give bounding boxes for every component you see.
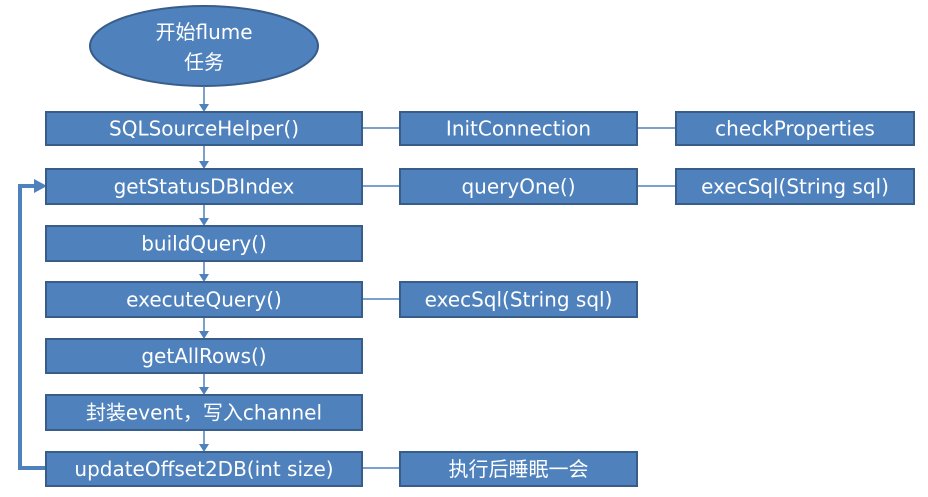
step-label: buildQuery() [141,232,267,256]
step-sqlsourcehelper: SQLSourceHelper() [45,111,363,146]
step-wrap-event: 封装event，写入channel [45,394,363,431]
step-executequery: executeQuery() [45,281,363,318]
side-label: queryOne() [461,175,575,199]
loop-back-arrow [18,179,47,470]
step-label: SQLSourceHelper() [109,117,299,141]
side-exec-sql-1: execSql(String sql) [675,168,915,205]
step-updateoffset2db: updateOffset2DB(int size) [45,451,363,487]
start-node: 开始flume 任务 [89,5,319,87]
main-flow-connectors [199,86,209,452]
step-label: executeQuery() [126,288,282,312]
side-sleep: 执行后睡眠一会 [399,451,638,487]
side-exec-sql-2: execSql(String sql) [399,281,638,318]
step-label: 封装event，写入channel [86,401,322,425]
step-label: getAllRows() [141,344,266,368]
side-label: execSql(String sql) [701,175,889,199]
side-check-properties: checkProperties [675,111,915,146]
side-label: execSql(String sql) [425,288,613,312]
step-getallrows: getAllRows() [45,338,363,374]
start-label-line2: 任务 [184,50,224,74]
side-label: InitConnection [446,117,591,141]
step-label: getStatusDBIndex [114,175,295,199]
start-label-line1: 开始flume [155,20,252,44]
side-label: 执行后睡眠一会 [449,457,589,481]
side-connectors [362,127,676,469]
step-label: updateOffset2DB(int size) [74,457,333,481]
side-init-connection: InitConnection [399,111,638,146]
step-buildquery: buildQuery() [45,225,363,262]
side-label: checkProperties [715,117,875,141]
side-query-one: queryOne() [399,168,638,205]
step-getstatusdbindex: getStatusDBIndex [45,168,363,205]
